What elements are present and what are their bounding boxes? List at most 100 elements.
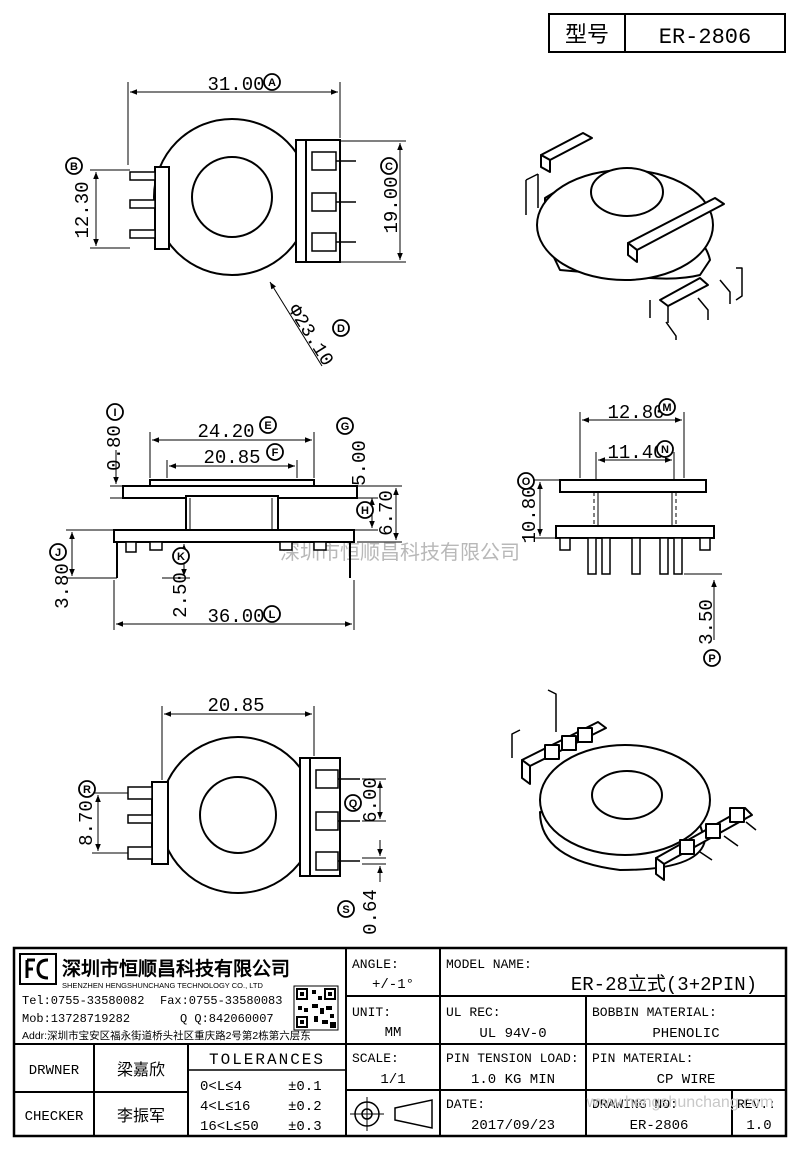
company-addr: Addr:深圳市宝安区福永街道桥头社区重庆路2号第2栋第六层东 [22, 1029, 311, 1042]
dim-s: 0.64 [360, 889, 382, 935]
rev-label: REV.: [737, 1097, 776, 1112]
balloon-q: Q [349, 798, 358, 810]
balloon-m: M [662, 402, 671, 414]
drawing-no-value: ER-2806 [630, 1118, 689, 1134]
balloon-e-circle [259, 416, 277, 434]
scale-value: 1/1 [380, 1072, 405, 1088]
dim-r: 8.70 [76, 800, 98, 846]
balloon-s-circle [337, 900, 355, 918]
tol-range-0: 0<L≤4 [200, 1079, 242, 1095]
tol-range-1: 4<L≤16 [200, 1099, 250, 1115]
balloon-f: F [272, 447, 279, 459]
balloon-p: P [708, 653, 715, 665]
dim-d: Φ23.10 [283, 301, 338, 371]
balloon-d: D [337, 323, 345, 335]
end-view-dims [534, 412, 722, 640]
dim-g: 5.00 [349, 440, 371, 486]
tol-value-1: ±0.2 [288, 1099, 322, 1115]
side-view [113, 479, 358, 578]
dim-e: 24.20 [197, 421, 254, 443]
pin-tension-value: 1.0 KG MIN [471, 1072, 555, 1088]
ul-rec-label: UL REC: [446, 1005, 501, 1020]
dim-l: 36.00 [207, 606, 264, 628]
qr-code [293, 985, 339, 1031]
balloon-a: A [268, 77, 276, 89]
company-mob: Mob:13728719282 [22, 1012, 130, 1026]
balloon-r-circle [78, 780, 96, 798]
rev-value: 1.0 [746, 1118, 771, 1134]
balloon-h: H [361, 505, 369, 517]
checker-name: 李振军 [117, 1107, 165, 1125]
balloon-c: C [385, 161, 393, 173]
balloon-k: K [177, 551, 185, 563]
balloon-j: J [55, 547, 61, 559]
bottom-view-dims [92, 706, 386, 882]
checker-label: CHECKER [25, 1109, 84, 1125]
dim-c: 19.00 [381, 176, 403, 233]
balloon-k-circle [172, 547, 190, 565]
iso-view-2 [511, 689, 757, 881]
company-fax: Fax:0755-33580083 [160, 994, 282, 1008]
tol-range-2: 16<L≤50 [200, 1119, 259, 1135]
balloon-m-circle [658, 398, 676, 416]
balloon-p-circle [703, 649, 721, 667]
balloon-s: S [342, 904, 349, 916]
balloon-l-circle [263, 605, 281, 623]
model-name-label: MODEL NAME: [446, 957, 532, 972]
scale-label: SCALE: [352, 1051, 399, 1066]
balloon-o: O [522, 476, 531, 488]
company-tel: Tel:0755-33580082 [22, 994, 144, 1008]
balloon-j-circle [49, 543, 67, 561]
pin-material-label: PIN MATERIAL: [592, 1051, 693, 1066]
side-view-dim-text: 24.20 20.85 5.00 6.70 0.80 3.80 2.50 36.… [52, 421, 398, 628]
balloon-a-circle [263, 73, 281, 91]
title-block [12, 946, 788, 1138]
drawer-label: DRWNER [29, 1063, 80, 1079]
pin-material-value: CP WIRE [657, 1072, 716, 1088]
company-name-cn: 深圳市恒顺昌科技有限公司 [62, 957, 290, 980]
dim-o: 10.80 [519, 486, 541, 543]
balloon-q-circle [344, 794, 362, 812]
dim-h: 6.70 [376, 490, 398, 536]
model-name-value: ER-28立式(3+2PIN) [571, 973, 757, 996]
tol-value-0: ±0.1 [288, 1079, 322, 1095]
unit-value: MM [385, 1025, 402, 1041]
end-view [555, 479, 715, 575]
date-label: DATE: [446, 1097, 485, 1112]
front-view-dims [90, 82, 406, 367]
balloon-i-circle [106, 403, 124, 421]
side-view-dims [66, 432, 402, 630]
date-value: 2017/09/23 [471, 1118, 555, 1134]
balloon-n: N [661, 444, 669, 456]
header-box: 型号 ER-2806 [548, 13, 786, 53]
dim-n: 11.40 [607, 442, 664, 464]
dim-j: 3.80 [52, 563, 74, 609]
dim-k: 2.50 [170, 572, 192, 618]
header-model: ER-2806 [659, 25, 751, 50]
balloon-b-circle [65, 157, 83, 175]
drawer-name: 梁嘉欣 [117, 1061, 165, 1079]
watermark-center: 深圳市恒顺昌科技有限公司 [280, 541, 520, 564]
dim-b: 12.30 [72, 181, 94, 238]
dim-i: 0.80 [104, 425, 126, 471]
bottom-view [127, 736, 360, 894]
watermark-url: www.hengshunchang.com [586, 1094, 774, 1111]
dim-a: 31.00 [207, 74, 264, 96]
dim-q: 6.00 [360, 777, 382, 823]
balloon-o-circle [517, 472, 535, 490]
balloon-h-circle [356, 501, 374, 519]
front-view [129, 118, 356, 276]
angle-label: ANGLE: [352, 957, 399, 972]
dim-m: 12.80 [607, 402, 664, 424]
company-name-en: SHENZHEN HENGSHUNCHANG TECHNOLOGY CO., L… [62, 981, 263, 990]
company-logo [19, 953, 57, 985]
balloon-i: I [113, 407, 116, 419]
ul-rec-value: UL 94V-0 [479, 1026, 546, 1042]
bottom-view-dim-text: 20.85 8.70 6.00 0.64 [76, 695, 382, 935]
drawing-no-label: DRAWING NO: [592, 1097, 678, 1112]
angle-value: +/-1° [372, 977, 414, 993]
iso-view-1 [525, 132, 743, 340]
balloon-n-circle [656, 440, 674, 458]
unit-label: UNIT: [352, 1005, 391, 1020]
